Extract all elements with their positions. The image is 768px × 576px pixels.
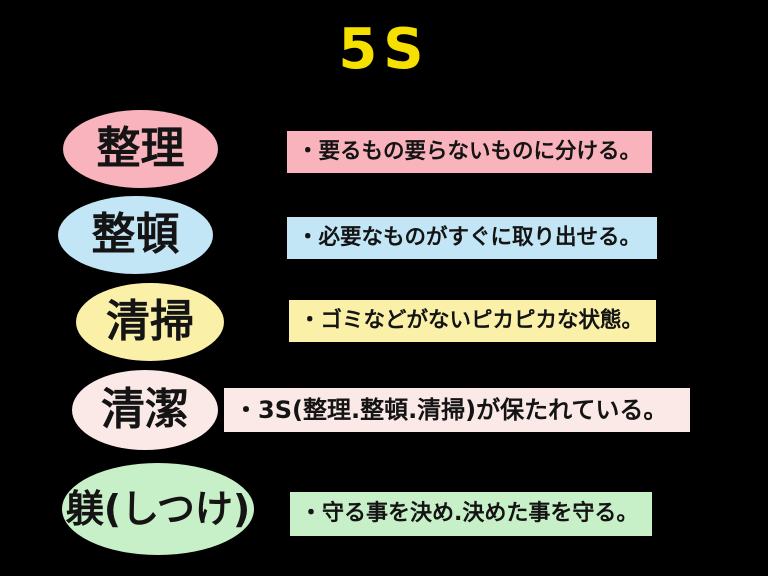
- description-bar-seiton: ・必要なものがすぐに取り出せる。: [287, 217, 657, 259]
- term-label: 整理: [96, 123, 185, 174]
- description-bar-shitsuke: ・守る事を決め.決めた事を守る。: [290, 492, 652, 536]
- description-text: ・3S(整理.整頓.清掃)が保たれている。: [234, 396, 668, 424]
- page-title: 5S: [338, 17, 430, 82]
- term-ellipse-seiketsu: 清潔: [72, 370, 218, 450]
- description-text: ・ゴミなどがないピカピカな状態。: [299, 308, 644, 334]
- description-bar-seiketsu: ・3S(整理.整頓.清掃)が保たれている。: [224, 388, 690, 432]
- term-label: 清掃: [106, 296, 194, 347]
- description-text: ・必要なものがすぐに取り出せる。: [297, 225, 642, 251]
- description-text: ・守る事を決め.決めた事を守る。: [300, 501, 639, 526]
- term-ellipse-seisou: 清掃: [76, 283, 224, 361]
- term-ellipse-seiton: 整頓: [58, 196, 213, 274]
- description-text: ・要るもの要らないものに分ける。: [297, 139, 642, 165]
- term-ellipse-seiri: 整理: [63, 110, 218, 188]
- description-bar-seiri: ・要るもの要らないものに分ける。: [287, 131, 652, 173]
- term-label: 清潔: [101, 384, 189, 435]
- term-ellipse-shitsuke: 躾(しつけ): [62, 463, 254, 555]
- description-bar-seisou: ・ゴミなどがないピカピカな状態。: [289, 300, 656, 342]
- term-label: 躾(しつけ): [65, 487, 251, 531]
- term-label: 整頓: [91, 209, 180, 260]
